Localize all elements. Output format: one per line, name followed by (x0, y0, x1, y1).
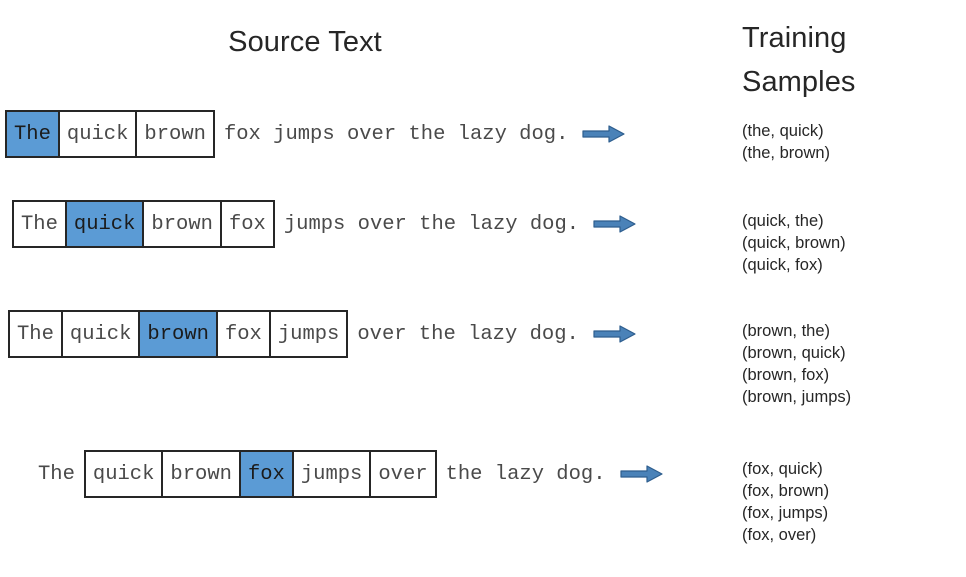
training-samples-heading-line-1: Training (742, 22, 847, 54)
training-sample-pair: (quick, fox) (742, 256, 823, 274)
training-sample-pair: (fox, quick) (742, 460, 823, 478)
context-word-cell-2-4[interactable]: fox (221, 202, 273, 246)
sentence-suffix-text-3: over the lazy dog. (357, 322, 579, 346)
right-arrow-icon-4 (606, 450, 664, 498)
sentence-suffix-text-2: jumps over the lazy dog. (283, 212, 580, 236)
center-word-cell-1-1[interactable]: The (7, 112, 60, 156)
context-word-cell-3-4[interactable]: fox (217, 312, 271, 356)
training-samples-group-2: (quick, the) (quick, brown) (quick, fox) (742, 210, 846, 276)
training-sample-pair: (the, quick) (742, 122, 824, 140)
context-word-cell-3-5[interactable]: jumps (270, 312, 347, 356)
context-word-cell-4-4[interactable]: jumps (293, 452, 372, 496)
training-sample-pair: (brown, quick) (742, 344, 846, 362)
sentence-suffix-text-4: the lazy dog. (445, 462, 606, 486)
context-word-cell-3-1[interactable]: The (10, 312, 63, 356)
source-text-heading: Source Text (228, 26, 382, 58)
training-samples-group-3: (brown, the) (brown, quick) (brown, fox) (b… (742, 320, 851, 408)
training-sample-pair: (brown, jumps) (742, 388, 852, 406)
training-sample-pair: (brown, fox) (742, 366, 830, 384)
context-word-cell-4-5[interactable]: over (371, 452, 435, 496)
context-word-cell-4-2[interactable]: brown (163, 452, 241, 496)
training-sample-pair: (the, brown) (742, 144, 831, 162)
training-sample-pair: (brown, the) (742, 322, 831, 340)
context-word-cell-3-2[interactable]: quick (62, 312, 141, 356)
context-word-cell-1-3[interactable]: brown (137, 112, 213, 156)
training-sample-pair: (fox, over) (742, 526, 817, 544)
center-word-cell-4-3[interactable]: fox (240, 452, 294, 496)
training-sample-pair: (fox, jumps) (742, 504, 829, 522)
sentence-suffix-text-1: fox jumps over the lazy dog. (223, 122, 569, 146)
training-sample-pair: (quick, brown) (742, 234, 846, 252)
center-word-cell-2-2[interactable]: quick (66, 202, 145, 246)
training-samples-heading: Training Samples (742, 16, 952, 104)
right-arrow-icon-3 (579, 310, 637, 358)
training-samples-group-4: (fox, quick) (fox, brown) (fox, jumps) (fox… (742, 458, 829, 546)
center-word-cell-3-3[interactable]: brown (140, 312, 218, 356)
training-samples-group-1: (the, quick) (the, brown) (742, 120, 830, 164)
context-word-cell-1-2[interactable]: quick (59, 112, 138, 156)
context-word-cell-2-3[interactable]: brown (144, 202, 222, 246)
context-word-cell-2-1[interactable]: The (14, 202, 67, 246)
training-sample-pair: (quick, the) (742, 212, 824, 230)
right-arrow-icon-1 (568, 110, 626, 158)
context-word-cell-4-1[interactable]: quick (85, 452, 164, 496)
training-sample-pair: (fox, brown) (742, 482, 830, 500)
right-arrow-icon-2 (579, 200, 637, 248)
sentence-prefix-text-4: The (38, 462, 75, 486)
training-samples-heading-line-2: Samples (742, 66, 856, 98)
